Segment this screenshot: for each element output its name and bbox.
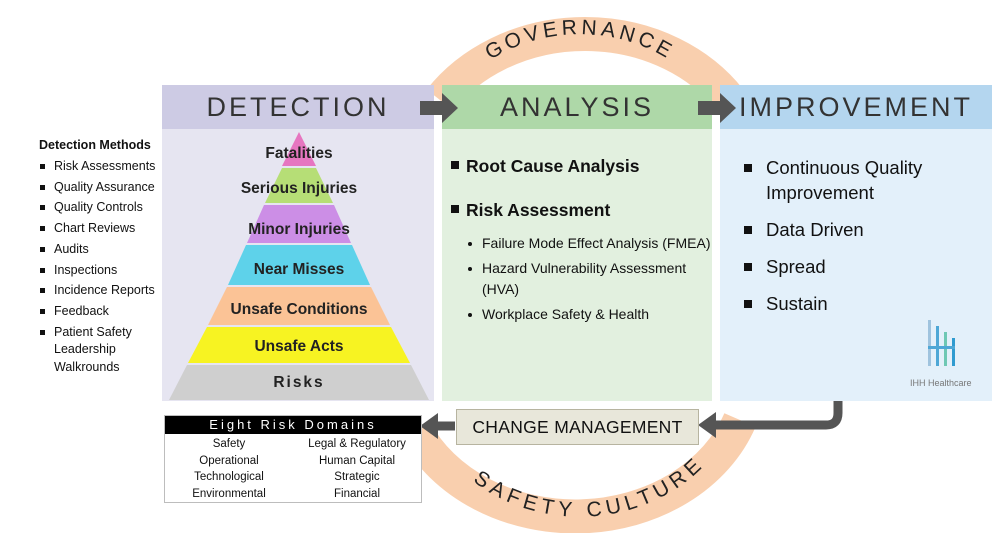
logo-text: IHH Healthcare <box>910 378 972 388</box>
governance-arc <box>426 16 744 111</box>
risk-assessment-label: Risk Assessment <box>466 200 611 220</box>
safety-culture-arc <box>400 413 756 533</box>
list-item: Patient Safety Leadership Walkrounds <box>39 324 164 377</box>
pyramid-tier-near-misses <box>228 245 370 285</box>
list-item: Quality Assurance <box>39 177 164 198</box>
detection-methods: Detection Methods Risk Assessments Quali… <box>39 138 164 376</box>
pyramid-tier-unsafe-acts <box>188 327 410 363</box>
arrow-detection-analysis <box>420 93 458 123</box>
list-item: Spread <box>740 254 980 279</box>
list-item: Hazard Vulnerability Assessment (HVA) <box>466 258 714 300</box>
list-item: Risk Assessments <box>39 156 164 177</box>
return-connector <box>715 401 843 430</box>
risk-domains-grid: Safety Legal & Regulatory Operational Hu… <box>165 434 421 502</box>
list-item: Environmental <box>192 487 266 500</box>
domains-arrow-head <box>420 413 438 439</box>
analysis-header: ANALYSIS <box>442 85 712 129</box>
risk-domains-title: Eight Risk Domains <box>165 416 421 434</box>
list-item: Legal & Regulatory <box>308 438 406 450</box>
pyramid-tier-unsafe-conditions <box>208 287 390 325</box>
change-management-box: CHANGE MANAGEMENT <box>456 409 699 445</box>
list-item: Sustain <box>740 291 980 316</box>
pyramid-label-unsafe-acts: Unsafe Acts <box>254 338 344 355</box>
root-cause-analysis: Root Cause Analysis <box>451 156 639 177</box>
pyramid-label-unsafe-conditions: Unsafe Conditions <box>230 301 368 318</box>
pyramid-label-minor-injuries: Minor Injuries <box>248 221 350 238</box>
pyramid-tier-serious-injuries <box>265 168 333 203</box>
pyramid-label-fatalities: Fatalities <box>265 145 333 162</box>
ihh-logo-icon <box>928 320 955 366</box>
detection-methods-list: Risk Assessments Quality Assurance Quali… <box>39 156 164 376</box>
return-arrow-head <box>698 412 716 438</box>
list-item: Financial <box>333 487 381 500</box>
list-item: Feedback <box>39 301 164 322</box>
list-item: Chart Reviews <box>39 218 164 239</box>
list-item: Safety <box>212 438 246 450</box>
list-item: Strategic <box>334 471 380 483</box>
list-item: Operational <box>199 454 259 467</box>
pyramid-label-serious-injuries: Serious Injuries <box>240 180 358 197</box>
pyramid-label-risks: Risks <box>273 374 325 391</box>
improvement-list: Continuous Quality Improvement Data Driv… <box>740 155 980 328</box>
list-item: Quality Controls <box>39 197 164 218</box>
bullet-square <box>451 161 459 169</box>
list-item: Audits <box>39 239 164 260</box>
detection-methods-title: Detection Methods <box>39 138 151 152</box>
list-item: Failure Mode Effect Analysis (FMEA) <box>466 233 714 254</box>
arrow-analysis-improvement <box>698 93 736 123</box>
risk-assessment: Risk Assessment <box>451 200 610 221</box>
list-item: Incidence Reports <box>39 280 164 301</box>
list-item: Workplace Safety & Health <box>466 304 714 325</box>
risk-assessment-sub-list: Failure Mode Effect Analysis (FMEA) Haza… <box>466 233 714 329</box>
pyramid-tier-fatalities <box>282 132 316 166</box>
list-item: Data Driven <box>740 217 980 242</box>
list-item: Technological <box>194 471 264 483</box>
risk-domains-table: Eight Risk Domains Safety Legal & Regula… <box>164 415 422 503</box>
pyramid-tier-risks <box>169 365 429 400</box>
risk-pyramid <box>169 132 429 400</box>
pyramid-label-near-misses: Near Misses <box>253 261 345 278</box>
list-item: Human Capital <box>318 454 396 467</box>
improvement-header: IMPROVEMENT <box>720 85 992 129</box>
detection-header: DETECTION <box>162 85 434 129</box>
analysis-panel <box>442 129 712 401</box>
bullet-square <box>451 205 459 213</box>
list-item: Inspections <box>39 260 164 281</box>
root-cause-label: Root Cause Analysis <box>466 156 640 176</box>
pyramid-tier-minor-injuries <box>247 205 351 243</box>
list-item: Continuous Quality Improvement <box>740 155 980 205</box>
